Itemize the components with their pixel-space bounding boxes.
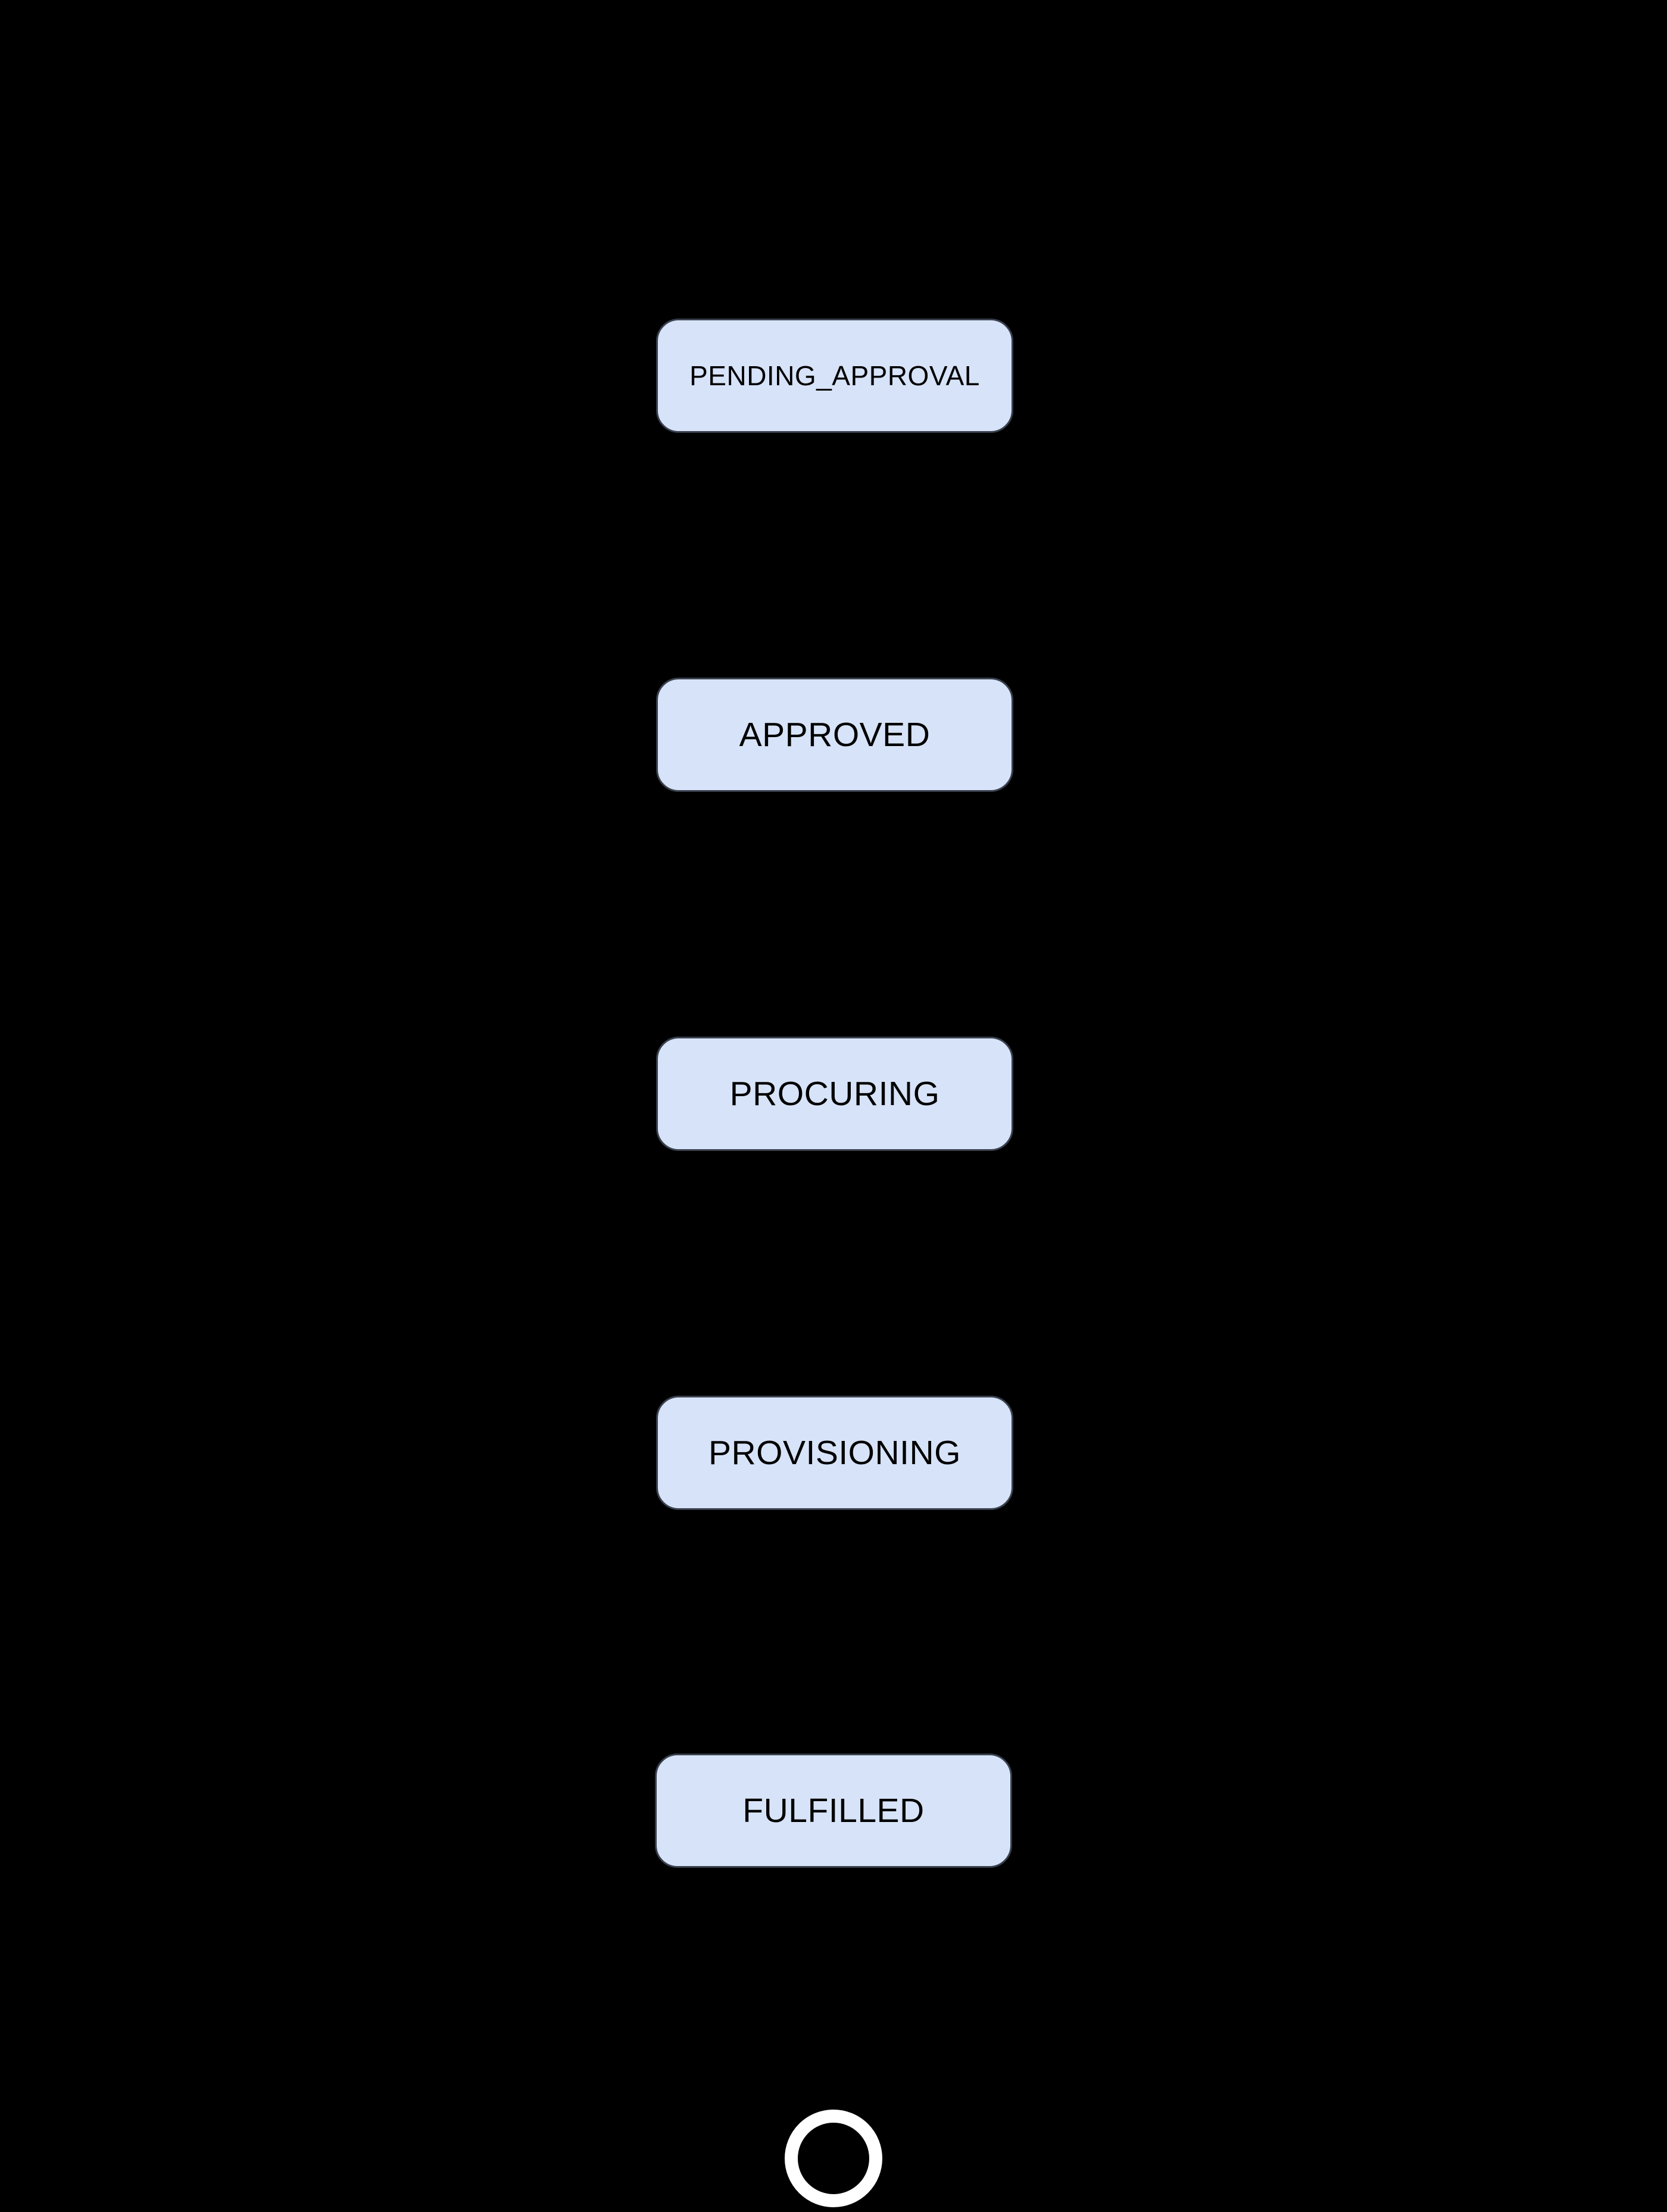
state-label-provisioning: PROVISIONING	[708, 1434, 962, 1472]
end-state-circle-icon	[785, 2110, 882, 2207]
state-label-procuring: PROCURING	[729, 1075, 940, 1113]
state-node-provisioning: PROVISIONING	[656, 1396, 1013, 1510]
state-node-procuring: PROCURING	[656, 1037, 1013, 1151]
state-node-approved: APPROVED	[656, 678, 1013, 792]
state-node-fulfilled: FULFILLED	[655, 1754, 1012, 1868]
state-label-pending-approval: PENDING_APPROVAL	[689, 360, 980, 391]
state-label-approved: APPROVED	[739, 716, 931, 754]
state-label-fulfilled: FULFILLED	[742, 1792, 925, 1830]
state-node-pending-approval: PENDING_APPROVAL	[656, 319, 1013, 433]
